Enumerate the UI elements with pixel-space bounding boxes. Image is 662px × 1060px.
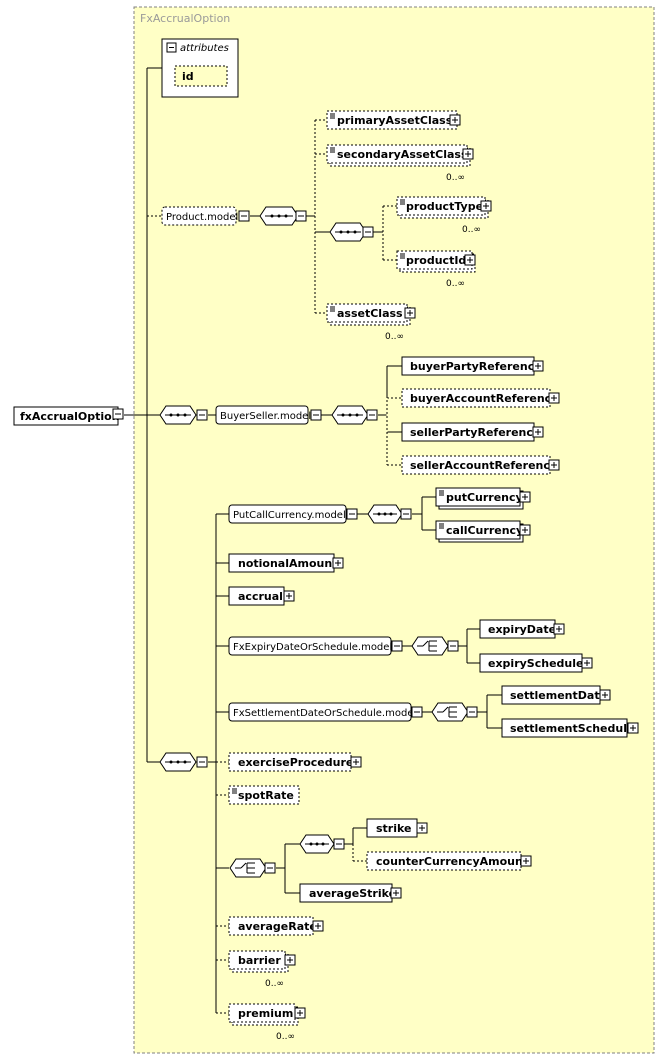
svg-text:BuyerSeller.model: BuyerSeller.model — [220, 411, 311, 422]
svg-text:spotRate: spotRate — [238, 789, 294, 802]
svg-text:0..∞: 0..∞ — [276, 1032, 295, 1042]
element-averageStrike[interactable]: averageStrike — [299, 883, 402, 903]
element-exerciseProcedure[interactable]: exerciseProcedure — [228, 752, 362, 772]
svg-text:buyerAccountReference: buyerAccountReference — [410, 392, 559, 405]
element-barrier[interactable]: barrier 0..∞ — [228, 950, 296, 989]
element-settlementSchedule[interactable]: settlementSchedule — [501, 718, 639, 738]
group-product-model[interactable]: Product.model — [161, 206, 250, 226]
element-productId[interactable]: productId 0..∞ — [396, 250, 476, 289]
svg-text:0..∞: 0..∞ — [385, 332, 404, 342]
group-fx-expiry-date-or-schedule-model[interactable]: FxExpiryDateOrSchedule.model — [228, 636, 403, 656]
svg-text:FxSettlementDateOrSchedule.mod: FxSettlementDateOrSchedule.model — [233, 708, 416, 719]
svg-text:expiryDate: expiryDate — [488, 623, 556, 636]
svg-text:productType: productType — [406, 200, 483, 213]
element-sellerPartyReference[interactable]: sellerPartyReference — [401, 422, 544, 442]
group-buyer-seller-model[interactable]: BuyerSeller.model — [215, 405, 322, 425]
element-accrual[interactable]: accrual — [228, 586, 295, 606]
element-buyerPartyReference[interactable]: buyerPartyReference — [401, 356, 544, 376]
svg-text:id: id — [182, 70, 194, 83]
svg-text:0..∞: 0..∞ — [446, 173, 465, 183]
svg-text:exerciseProcedure: exerciseProcedure — [238, 756, 353, 769]
element-notionalAmount[interactable]: notionalAmount — [228, 553, 344, 573]
svg-text:0..∞: 0..∞ — [462, 225, 481, 235]
svg-text:putCurrency: putCurrency — [446, 491, 523, 504]
element-secondaryAssetClass[interactable]: secondaryAssetClass 0..∞ — [326, 144, 474, 183]
svg-text:fxAccrualOption: fxAccrualOption — [20, 410, 120, 423]
svg-text:accrual: accrual — [238, 590, 283, 603]
element-primaryAssetClass[interactable]: primaryAssetClass — [326, 110, 461, 130]
group-put-call-currency-model[interactable]: PutCallCurrency.model — [228, 504, 358, 524]
element-sellerAccountReference[interactable]: sellerAccountReference — [401, 455, 560, 475]
svg-text:attributes: attributes — [180, 43, 229, 54]
svg-text:strike: strike — [376, 822, 411, 835]
svg-text:secondaryAssetClass: secondaryAssetClass — [337, 148, 468, 161]
attribute-id[interactable] — [174, 65, 228, 87]
svg-text:expirySchedule: expirySchedule — [488, 657, 583, 670]
svg-text:callCurrency: callCurrency — [446, 524, 523, 537]
element-expiryDate[interactable]: expiryDate — [479, 619, 565, 639]
element-callCurrency[interactable]: callCurrency — [435, 520, 531, 543]
element-buyerAccountReference[interactable]: buyerAccountReference — [401, 388, 560, 408]
svg-text:settlementDate: settlementDate — [510, 689, 607, 702]
svg-text:0..∞: 0..∞ — [265, 979, 284, 989]
choice-compositor — [229, 858, 276, 878]
sequence-compositor — [299, 834, 345, 854]
element-counterCurrencyAmount[interactable]: counterCurrencyAmount — [366, 851, 532, 871]
group-fx-settlement-date-or-schedule-model[interactable]: FxSettlementDateOrSchedule.model — [228, 702, 423, 722]
group-box — [133, 6, 655, 1054]
svg-text:buyerPartyReference: buyerPartyReference — [410, 360, 542, 373]
svg-text:settlementSchedule: settlementSchedule — [510, 722, 634, 735]
element-putCurrency[interactable]: putCurrency — [435, 487, 531, 510]
svg-text:sellerPartyReference: sellerPartyReference — [410, 426, 540, 439]
sequence-compositor — [259, 206, 307, 226]
svg-text:notionalAmount: notionalAmount — [238, 557, 337, 570]
sequence-compositor — [159, 405, 208, 425]
svg-text:counterCurrencyAmount: counterCurrencyAmount — [376, 855, 528, 868]
attributes-box: attributes id — [161, 38, 239, 98]
element-assetClass[interactable]: assetClass 0..∞ — [326, 303, 416, 342]
element-premium[interactable]: premium 0..∞ — [228, 1003, 306, 1042]
sequence-compositor — [159, 752, 208, 772]
expand-collapse-icon[interactable] — [112, 408, 124, 420]
collapse-icon[interactable] — [166, 42, 177, 53]
element-expirySchedule[interactable]: expirySchedule — [479, 653, 593, 673]
element-averageRate[interactable]: averageRate — [228, 916, 324, 936]
svg-text:PutCallCurrency.model: PutCallCurrency.model — [233, 510, 346, 521]
sequence-compositor — [331, 405, 378, 425]
choice-compositor — [431, 702, 478, 722]
svg-text:FxExpiryDateOrSchedule.model: FxExpiryDateOrSchedule.model — [233, 642, 392, 653]
svg-text:0..∞: 0..∞ — [446, 279, 465, 289]
connectors — [124, 67, 502, 1014]
sequence-compositor — [329, 222, 374, 242]
element-productType[interactable]: productType 0..∞ — [396, 196, 492, 235]
element-fxAccrualOption[interactable]: fxAccrualOption — [13, 406, 124, 426]
element-spotRate[interactable]: spotRate — [228, 785, 300, 805]
element-settlementDate[interactable]: settlementDate — [501, 685, 611, 705]
choice-compositor — [411, 636, 459, 656]
sequence-compositor — [367, 504, 412, 524]
svg-text:primaryAssetClass: primaryAssetClass — [337, 114, 453, 127]
svg-text:averageRate: averageRate — [238, 920, 317, 933]
svg-text:averageStrike: averageStrike — [309, 887, 396, 900]
svg-text:barrier: barrier — [238, 954, 281, 967]
svg-text:Product.model: Product.model — [166, 212, 238, 223]
svg-text:productId: productId — [406, 254, 466, 267]
svg-text:sellerAccountReference: sellerAccountReference — [410, 459, 557, 472]
element-strike[interactable]: strike — [366, 818, 428, 838]
svg-text:premium: premium — [238, 1007, 293, 1020]
svg-text:assetClass: assetClass — [337, 307, 403, 320]
group-title: FxAccrualOption — [140, 12, 230, 25]
